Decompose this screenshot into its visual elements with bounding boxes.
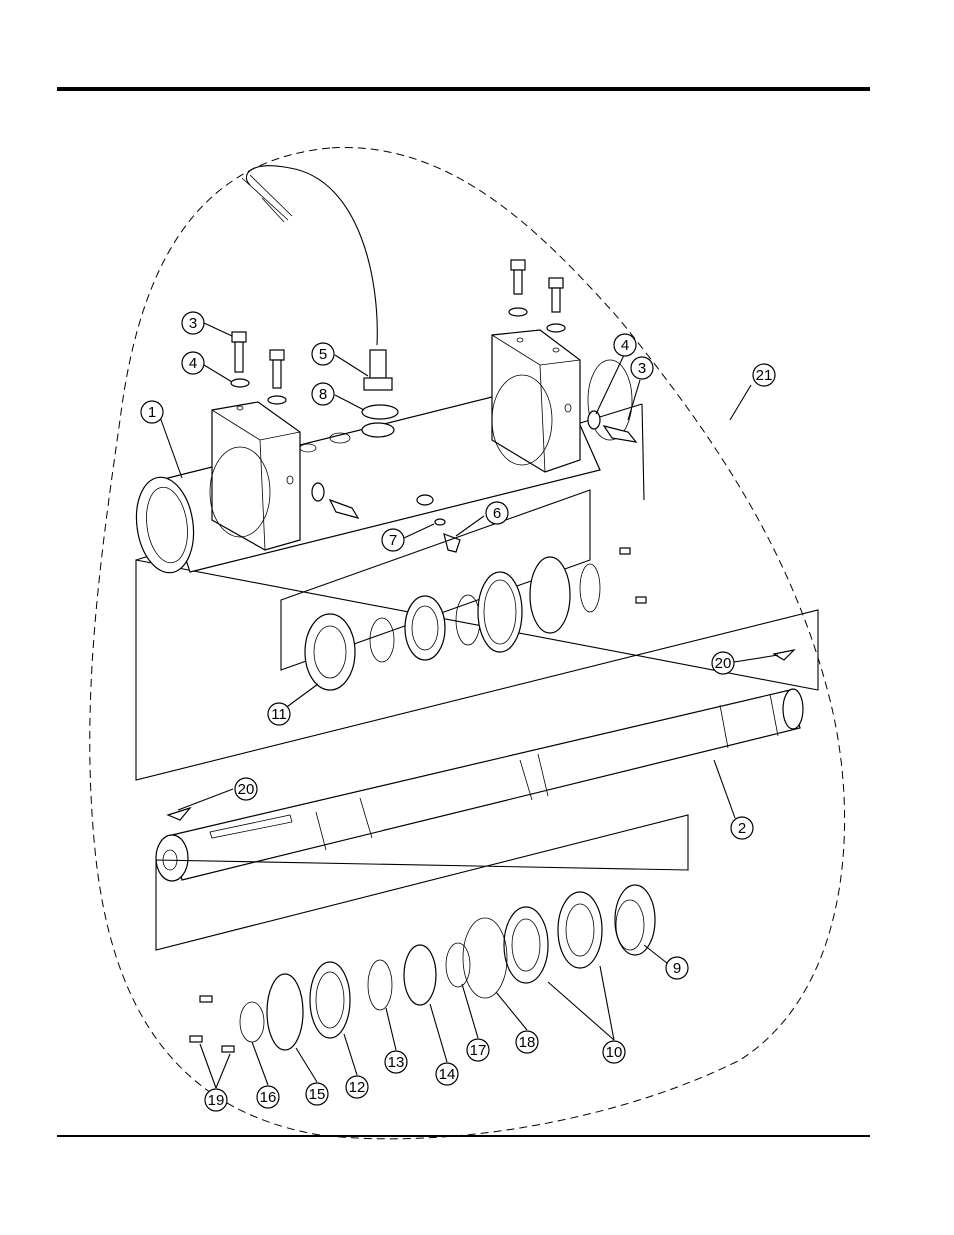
svg-text:5: 5 (319, 346, 327, 363)
lower-component-stack (190, 885, 655, 1052)
callout-1: 1 (141, 401, 163, 423)
svg-text:12: 12 (349, 1079, 366, 1096)
sensor-leads (242, 175, 292, 222)
callout-19: 19 (205, 1089, 227, 1111)
callout-2: 2 (731, 817, 753, 839)
svg-text:15: 15 (309, 1086, 326, 1103)
svg-text:1: 1 (148, 404, 156, 421)
svg-text:13: 13 (388, 1054, 405, 1071)
svg-text:4: 4 (189, 355, 197, 372)
callout-4-right: 4 (614, 334, 636, 356)
callout-18: 18 (516, 1031, 538, 1053)
svg-text:3: 3 (189, 315, 197, 332)
callout-6: 6 (486, 502, 508, 524)
svg-text:21: 21 (756, 367, 773, 384)
callout-4-left: 4 (182, 352, 204, 374)
svg-text:10: 10 (606, 1044, 623, 1061)
callout-17: 17 (467, 1039, 489, 1061)
assembly-boundary (90, 148, 845, 1139)
top-rule (57, 87, 870, 91)
shaft (156, 650, 803, 950)
callout-3-right: 3 (631, 357, 653, 379)
callout-12: 12 (346, 1076, 368, 1098)
svg-text:16: 16 (260, 1089, 277, 1106)
svg-text:8: 8 (319, 386, 327, 403)
svg-text:6: 6 (493, 505, 501, 522)
svg-text:2: 2 (738, 820, 746, 837)
svg-text:20: 20 (238, 781, 255, 798)
callout-11: 11 (268, 703, 290, 725)
svg-text:14: 14 (439, 1066, 456, 1083)
callout-15: 15 (306, 1083, 328, 1105)
callout-3-left: 3 (182, 312, 204, 334)
callout-21: 21 (753, 364, 775, 386)
svg-text:17: 17 (470, 1042, 487, 1059)
sensor-cable (246, 166, 377, 345)
callout-9: 9 (666, 957, 688, 979)
svg-text:18: 18 (519, 1034, 536, 1051)
callout-20-bottom: 20 (235, 778, 257, 800)
callout-10: 10 (603, 1041, 625, 1063)
svg-text:3: 3 (638, 360, 646, 377)
svg-text:9: 9 (673, 960, 681, 977)
svg-text:7: 7 (389, 532, 397, 549)
callout-7: 7 (382, 529, 404, 551)
callout-16: 16 (257, 1086, 279, 1108)
svg-text:19: 19 (208, 1092, 225, 1109)
callout-13: 13 (385, 1051, 407, 1073)
svg-text:20: 20 (715, 655, 732, 672)
callout-5: 5 (312, 343, 334, 365)
bottom-rule (57, 1135, 870, 1137)
callout-14: 14 (436, 1063, 458, 1085)
callout-20-top: 20 (712, 652, 734, 674)
callout-8: 8 (312, 383, 334, 405)
svg-text:11: 11 (271, 706, 287, 723)
svg-text:4: 4 (621, 337, 629, 354)
